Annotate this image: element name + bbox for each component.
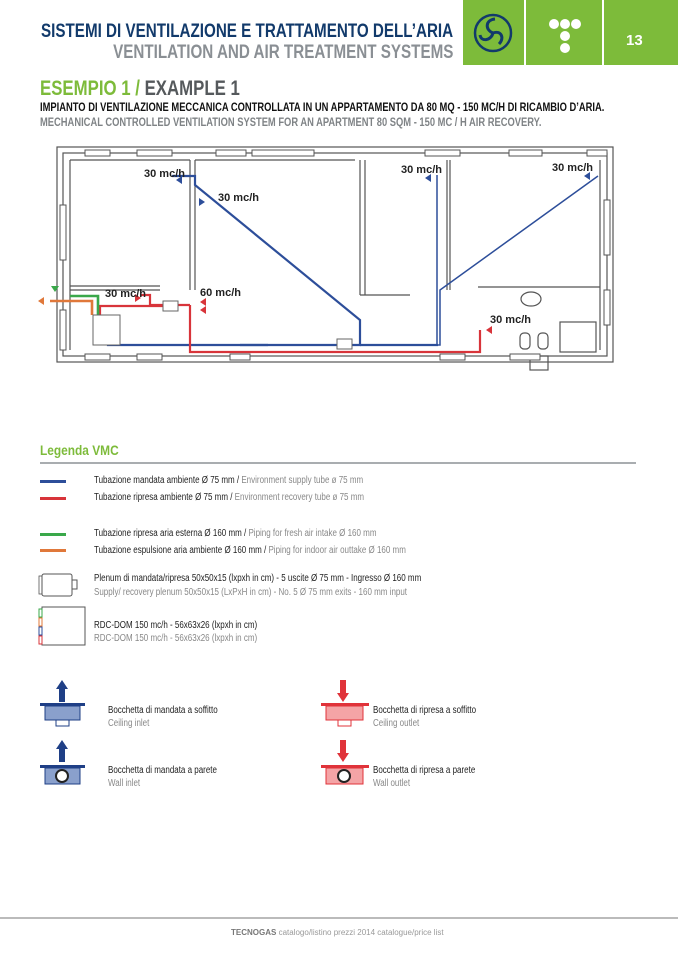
plenum-supply: [336, 338, 353, 350]
section-title-it: SISTEMI DI VENTILAZIONE E TRATTAMENTO DE…: [40, 21, 453, 42]
plenum-icon: [38, 573, 78, 597]
legend-pipe-supply: Tubazione mandata ambiente Ø 75 mm / Env…: [94, 475, 363, 487]
legend-plenum-en: Supply/ recovery plenum 50x50x15 (LxPxH …: [94, 587, 408, 598]
supply-pipe-swatch: [40, 480, 66, 483]
flow-label: 30 mc/h: [144, 168, 185, 180]
arrow-icon: [200, 306, 206, 314]
plenum-recovery: [162, 300, 179, 312]
footer: TECNOGAS catalogo/listino prezzi 2014 ca…: [231, 928, 444, 938]
legend-plenum-it: Plenum di mandata/ripresa 50x50x15 (lxpx…: [94, 573, 422, 584]
vent-wall-inlet-it: Bocchetta di mandata a parete: [108, 765, 217, 776]
windows: [59, 149, 611, 361]
page-number: 13: [626, 32, 643, 49]
arrow-icon: [199, 198, 205, 206]
rdc-unit-icon: [38, 606, 86, 646]
legend-title: Legenda VMC: [40, 442, 119, 458]
fresh-air-pipe-swatch: [40, 533, 66, 536]
wall-outlet-icon: [321, 740, 369, 785]
example-label-it: ESEMPIO 1 /: [40, 77, 140, 100]
legend-text-en: Environment supply tube ø 75 mm: [241, 475, 364, 486]
airflow-arrows: [38, 172, 590, 334]
page-number-cell: [604, 0, 678, 65]
legend-text-it: Tubazione mandata ambiente Ø 75 mm /: [94, 475, 240, 486]
footer-text: catalogo/listino prezzi 2014 catalogue/p…: [278, 928, 444, 937]
section-title-en: VENTILATION AND AIR TREATMENT SYSTEMS: [112, 42, 453, 63]
flow-label: 30 mc/h: [218, 192, 259, 204]
arrow-icon: [584, 172, 590, 180]
legend-pipe-outtake: Tubazione espulsione aria ambiente Ø 160…: [94, 545, 406, 557]
legend-pipe-recovery: Tubazione ripresa ambiente Ø 75 mm / Env…: [94, 492, 364, 504]
arrow-icon: [486, 326, 492, 334]
vent-ceiling-outlet-en: Ceiling outlet: [373, 718, 420, 729]
ceiling-inlet-icon: [40, 680, 85, 727]
arrow-icon: [135, 294, 141, 302]
legend-text-it: Tubazione ripresa ambiente Ø 75 mm /: [94, 492, 233, 503]
example-subtitle-it: IMPIANTO DI VENTILAZIONE MECCANICA CONTR…: [40, 100, 605, 114]
flow-label: 30 mc/h: [552, 162, 593, 174]
legend-divider: [40, 462, 636, 464]
wall-inlet-icon: [40, 740, 85, 785]
fan-icon: [473, 13, 513, 53]
vent-wall-outlet-it: Bocchetta di ripresa a parete: [373, 765, 476, 776]
vent-wall-inlet-en: Wall inlet: [108, 778, 141, 789]
footer-divider: [0, 917, 678, 919]
legend-unit-it: RDC-DOM 150 mc/h - 56x63x26 (lxpxh in cm…: [94, 620, 258, 631]
example-title: ESEMPIO 1 / EXAMPLE 1: [40, 78, 240, 99]
example-label-en: EXAMPLE 1: [144, 77, 240, 100]
rdc-unit: [92, 314, 121, 346]
outtake-pipe-swatch: [40, 549, 66, 552]
ceiling-outlet-icon: [321, 680, 369, 727]
vent-ceiling-inlet-en: Ceiling inlet: [108, 718, 150, 729]
logo-cell: [526, 0, 602, 65]
recovery-pipe-swatch: [40, 497, 66, 500]
legend-text-it: Tubazione ripresa aria esterna Ø 160 mm …: [94, 528, 247, 539]
footer-brand: TECNOGAS: [231, 928, 277, 937]
flow-label: 30 mc/h: [401, 164, 442, 176]
legend-text-it: Tubazione espulsione aria ambiente Ø 160…: [94, 545, 267, 556]
legend-text-en: Environment recovery tube ø 75 mm: [234, 492, 365, 503]
arrow-icon: [176, 176, 182, 184]
arrow-icon: [38, 297, 44, 305]
arrow-icon: [425, 174, 431, 182]
vent-wall-outlet-en: Wall outlet: [373, 778, 411, 789]
fan-icon-cell: [463, 0, 524, 65]
vent-ceiling-outlet-it: Bocchetta di ripresa a soffitto: [373, 705, 477, 716]
floor-plan: [38, 146, 614, 371]
arrow-icon: [200, 298, 206, 306]
arrow-icon: [51, 286, 59, 292]
flow-label: 30 mc/h: [490, 314, 531, 326]
flow-label: 30 mc/h: [105, 288, 146, 300]
legend-unit-en: RDC-DOM 150 mc/h - 56x63x26 (lxpxh in cm…: [94, 633, 258, 644]
example-subtitle-en: MECHANICAL CONTROLLED VENTILATION SYSTEM…: [40, 115, 542, 129]
walls: [56, 146, 614, 371]
legend-text-en: Piping for fresh air intake Ø 160 mm: [248, 528, 377, 539]
flow-label: 60 mc/h: [200, 287, 241, 299]
legend-pipe-fresh-air: Tubazione ripresa aria esterna Ø 160 mm …: [94, 528, 377, 540]
brand-logo-icon: [549, 19, 581, 53]
vent-ceiling-inlet-it: Bocchetta di mandata a soffitto: [108, 705, 218, 716]
legend-text-en: Piping for indoor air outtake Ø 160 mm: [268, 545, 406, 556]
